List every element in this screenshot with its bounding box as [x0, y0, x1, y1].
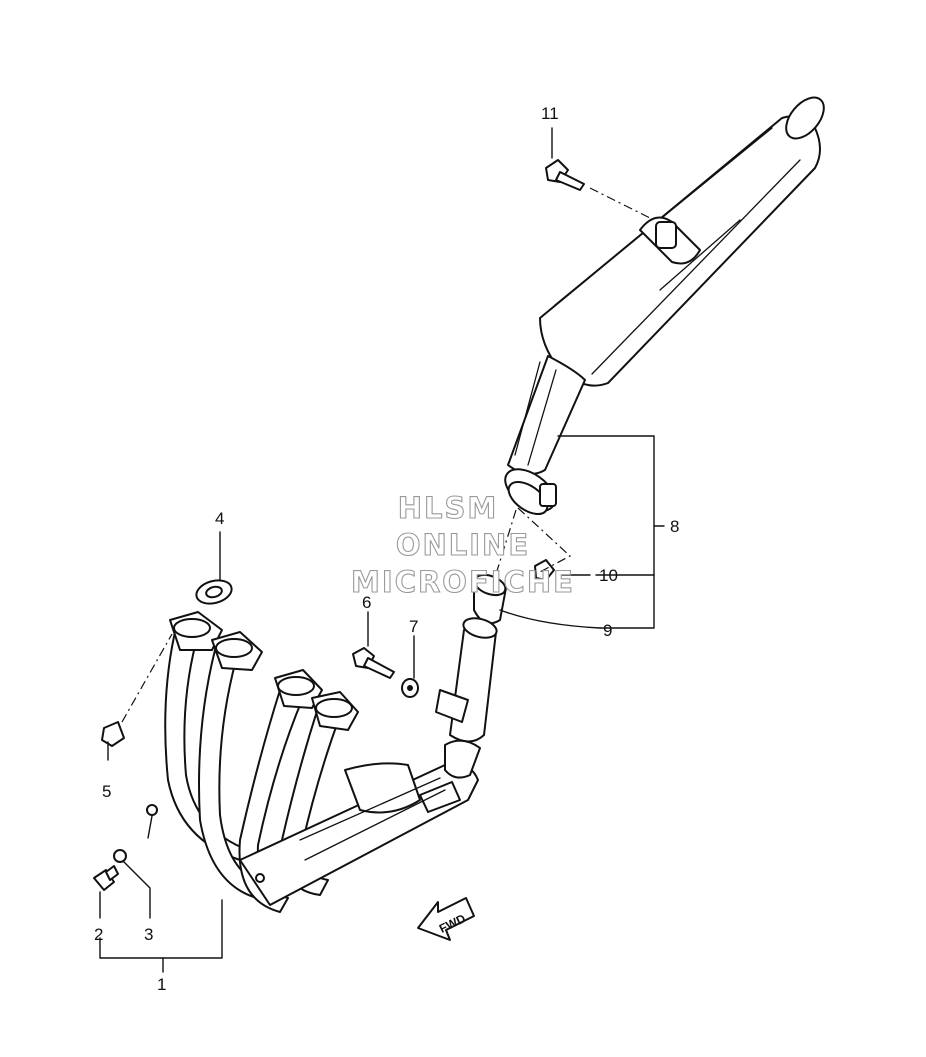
- bolt-11: [545, 159, 585, 191]
- watermark-line-3: MICROFICHE: [351, 565, 575, 599]
- callout-10: 10: [599, 566, 618, 585]
- muffler: [507, 96, 825, 475]
- callout-11: 11: [541, 104, 559, 123]
- callout-6: 6: [362, 593, 371, 612]
- bolt-2: [93, 865, 119, 891]
- callout-8: 8: [670, 517, 679, 536]
- callout-labels: 1 2 3 4 5 6 7 8 9 10 11: [94, 104, 679, 994]
- watermark-line-2: ONLINE: [396, 528, 530, 562]
- connecting-pipe: [435, 617, 498, 743]
- leader-lines: [99, 127, 665, 973]
- muffler-connector-clamp: [504, 468, 557, 515]
- bolt-6: [352, 647, 395, 679]
- exhaust-header-pipes: [146, 611, 481, 913]
- nut-5: [101, 721, 125, 747]
- callout-5: 5: [102, 782, 111, 801]
- callout-4: 4: [215, 509, 224, 528]
- callout-3: 3: [144, 925, 153, 944]
- forward-direction-arrow: FWD: [417, 897, 475, 941]
- washer-7: [401, 678, 419, 698]
- callout-7: 7: [409, 617, 418, 636]
- washer-3: [113, 849, 127, 863]
- callout-2: 2: [94, 925, 103, 944]
- gasket-4: [195, 579, 233, 605]
- callout-1: 1: [157, 975, 166, 994]
- callout-9: 9: [603, 621, 612, 640]
- watermark-line-1: HLSM: [398, 491, 499, 525]
- gasket: [473, 573, 507, 625]
- watermark: HLSM ONLINE MICROFICHE: [351, 490, 575, 599]
